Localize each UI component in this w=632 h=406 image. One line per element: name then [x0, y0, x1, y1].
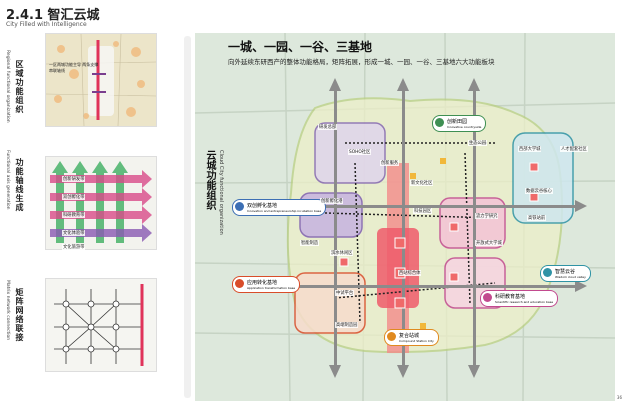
place-label: SOHO社区 — [348, 149, 372, 155]
tag-label: 科研教育基地 — [495, 294, 526, 300]
tag-application-base: 应用转化基地 Application transformation base — [232, 276, 301, 293]
section-3-title: 矩阵网络联接 — [15, 288, 24, 342]
page-number: 36 — [616, 395, 622, 400]
tag-label: 智慧云谷 — [555, 269, 576, 275]
tag-sublabel: Innovation and entrepreneurship incubati… — [247, 209, 322, 213]
place-label: 流力学研究 — [475, 213, 499, 219]
cloud-icon — [543, 268, 552, 277]
main-vertical-title: 云城功能组织 — [204, 150, 215, 210]
place-label: 新文化社区 — [410, 180, 434, 186]
divider-bar — [184, 36, 191, 398]
tag-sublabel: Innovative countryside — [447, 125, 482, 129]
left-panel: 区域功能组织 Regional functional organization … — [0, 30, 195, 400]
section-1-note: 一区两城功能主导 两条支撑串联轴线 — [49, 62, 99, 73]
axis-label-1: 创新研发带 — [62, 176, 86, 182]
tag-innovative-countryside: 创新田园 Innovative countryside — [432, 115, 487, 132]
axis-label-2: 双创孵化带 — [62, 194, 86, 200]
section-2-subtitle: Functional axis generation — [5, 150, 10, 210]
place-label: 开放式大学城 — [475, 240, 503, 246]
place-label: 人才配套社区 — [560, 146, 588, 152]
place-label: 高铁站前 — [527, 215, 547, 221]
tag-incubation-base: 双创孵化基地 Innovation and entrepreneurship i… — [232, 199, 327, 216]
bulb-icon — [235, 202, 244, 211]
axis-label-5: 文化旅游带 — [62, 244, 86, 250]
place-label: 生态公园 — [468, 140, 488, 146]
section-1-subtitle: Regional functional organization — [5, 50, 10, 123]
section-3-subtitle: Matrix network connection — [5, 280, 10, 341]
place-label: 科技园区 — [413, 208, 433, 214]
place-label: 智能制造 — [300, 240, 320, 246]
section-1-title: 区域功能组织 — [15, 60, 24, 114]
leaf-icon — [435, 118, 444, 127]
tag-label: 双创孵化基地 — [247, 203, 278, 209]
tag-wisdom-cloud-valley: 智慧云谷 Wisdom cloud valley — [540, 265, 591, 282]
regional-map-thumbnail — [45, 33, 157, 127]
axis-label-3: 科研教育带 — [62, 212, 86, 218]
tag-sublabel: Scientific research and education base — [495, 300, 554, 304]
book-icon — [483, 293, 492, 302]
axis-label-4: 文化体验带 — [62, 230, 86, 236]
tag-research-education-base: 科研教育基地 Scientific research and education… — [480, 290, 559, 307]
place-label: 数据云谷核心 — [525, 188, 553, 194]
tag-sublabel: Wisdom cloud valley — [555, 275, 586, 279]
tag-label: 复合站城 — [399, 333, 420, 339]
page-title: 2.4.1 智汇云城 — [6, 8, 100, 23]
tag-sublabel: Application transformation base — [247, 286, 296, 290]
place-label: 创新孵化港 — [320, 198, 344, 204]
page-subtitle: City Filled with Intelligence — [6, 21, 87, 28]
tag-sublabel: Compound Station City — [399, 339, 434, 343]
place-label: 研发总部 — [318, 124, 338, 130]
place-label: 西部大学城 — [518, 146, 542, 152]
main-title: 一城、一园、一谷、三基地 — [228, 40, 373, 54]
main-vertical-subtitle: Cloud City functional organization — [218, 150, 224, 235]
main-description: 向外延续东研西产的整体功能格局，矩阵拓展，形成一城、一园、一谷、三基地六大功能板… — [228, 58, 495, 66]
train-icon — [387, 332, 396, 341]
place-label: 高端制造园 — [335, 322, 359, 328]
tag-label: 应用转化基地 — [247, 280, 278, 286]
section-2-title: 功能轴线生成 — [15, 158, 24, 212]
tag-compound-station-city: 复合站城 Compound Station City — [384, 329, 439, 346]
gear-icon — [235, 279, 244, 288]
place-label: 创新服务 — [380, 160, 400, 166]
place-label: 滨水休闲区 — [330, 250, 354, 256]
tag-label: 创新田园 — [447, 119, 468, 125]
place-label: 西站综合体 — [398, 270, 422, 276]
matrix-network-diagram — [45, 278, 157, 372]
place-label: 中试平台 — [335, 290, 355, 296]
